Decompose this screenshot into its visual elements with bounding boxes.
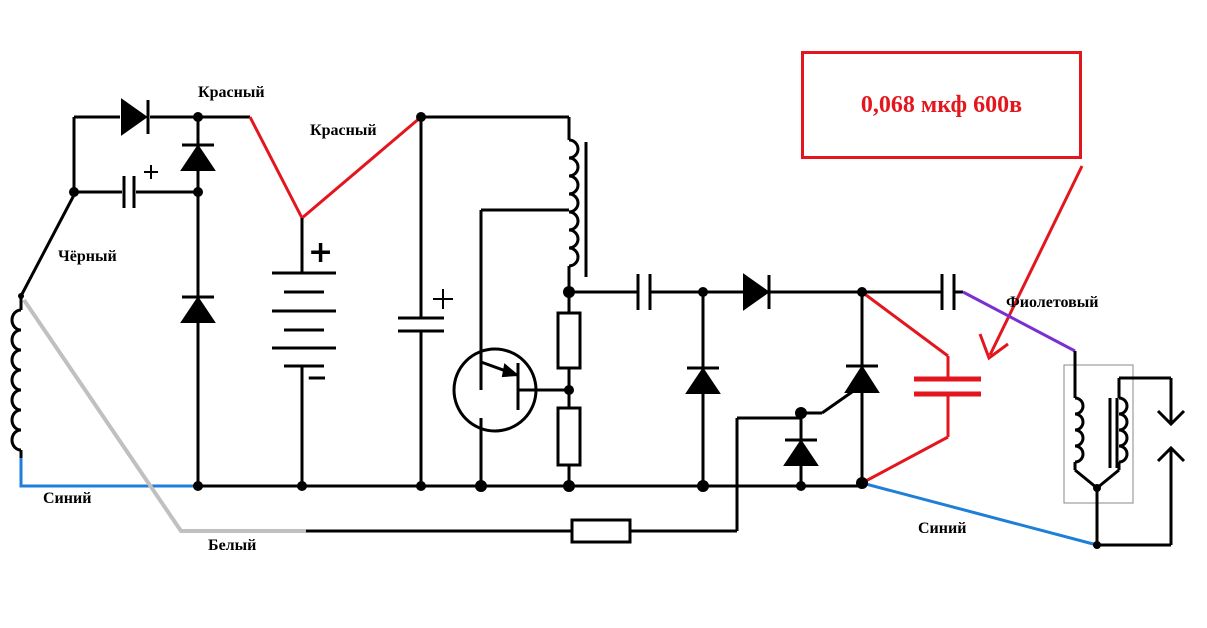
label-blue-left: Синий xyxy=(43,490,92,507)
capacitor-small xyxy=(122,165,158,208)
label-black: Чёрный xyxy=(58,248,117,265)
left-rectifier-rail xyxy=(180,117,216,486)
label-violet: Фиолетовый xyxy=(1006,294,1099,311)
diode-mid xyxy=(685,292,721,486)
thyristor xyxy=(821,292,880,486)
diode-top xyxy=(121,98,150,136)
battery-plus: + xyxy=(308,235,333,270)
supply-rail xyxy=(419,115,569,486)
transformer-coil xyxy=(479,117,588,390)
label-red-mid: Красный xyxy=(310,122,377,139)
ignition-coil xyxy=(1063,351,1171,545)
capacitor-big xyxy=(398,289,453,333)
transistor xyxy=(452,347,569,486)
label-red-top: Красный xyxy=(198,84,265,101)
red-capacitor xyxy=(861,290,981,485)
gate-circuit xyxy=(735,411,822,531)
callout-arrow xyxy=(978,165,1084,361)
blue-wire-right xyxy=(861,481,1098,547)
violet-wire xyxy=(962,290,1076,353)
grey-wire-white xyxy=(22,298,306,533)
output-line xyxy=(569,273,963,311)
top-left-wires xyxy=(72,115,250,195)
blue-wire-left xyxy=(19,458,198,488)
resistor-bottom xyxy=(306,518,737,544)
spark-gap xyxy=(1097,378,1186,547)
black-switch-wire xyxy=(19,194,76,297)
label-white: Белый xyxy=(208,537,257,554)
label-blue-right: Синий xyxy=(918,520,967,537)
inductor-left xyxy=(10,296,23,458)
callout-box: 0,068 мкф 600в xyxy=(801,51,1082,159)
callout-text: 0,068 мкф 600в xyxy=(860,91,1023,118)
battery-minus: − xyxy=(306,363,328,393)
battery xyxy=(272,218,336,486)
junction-dots xyxy=(18,112,1101,549)
